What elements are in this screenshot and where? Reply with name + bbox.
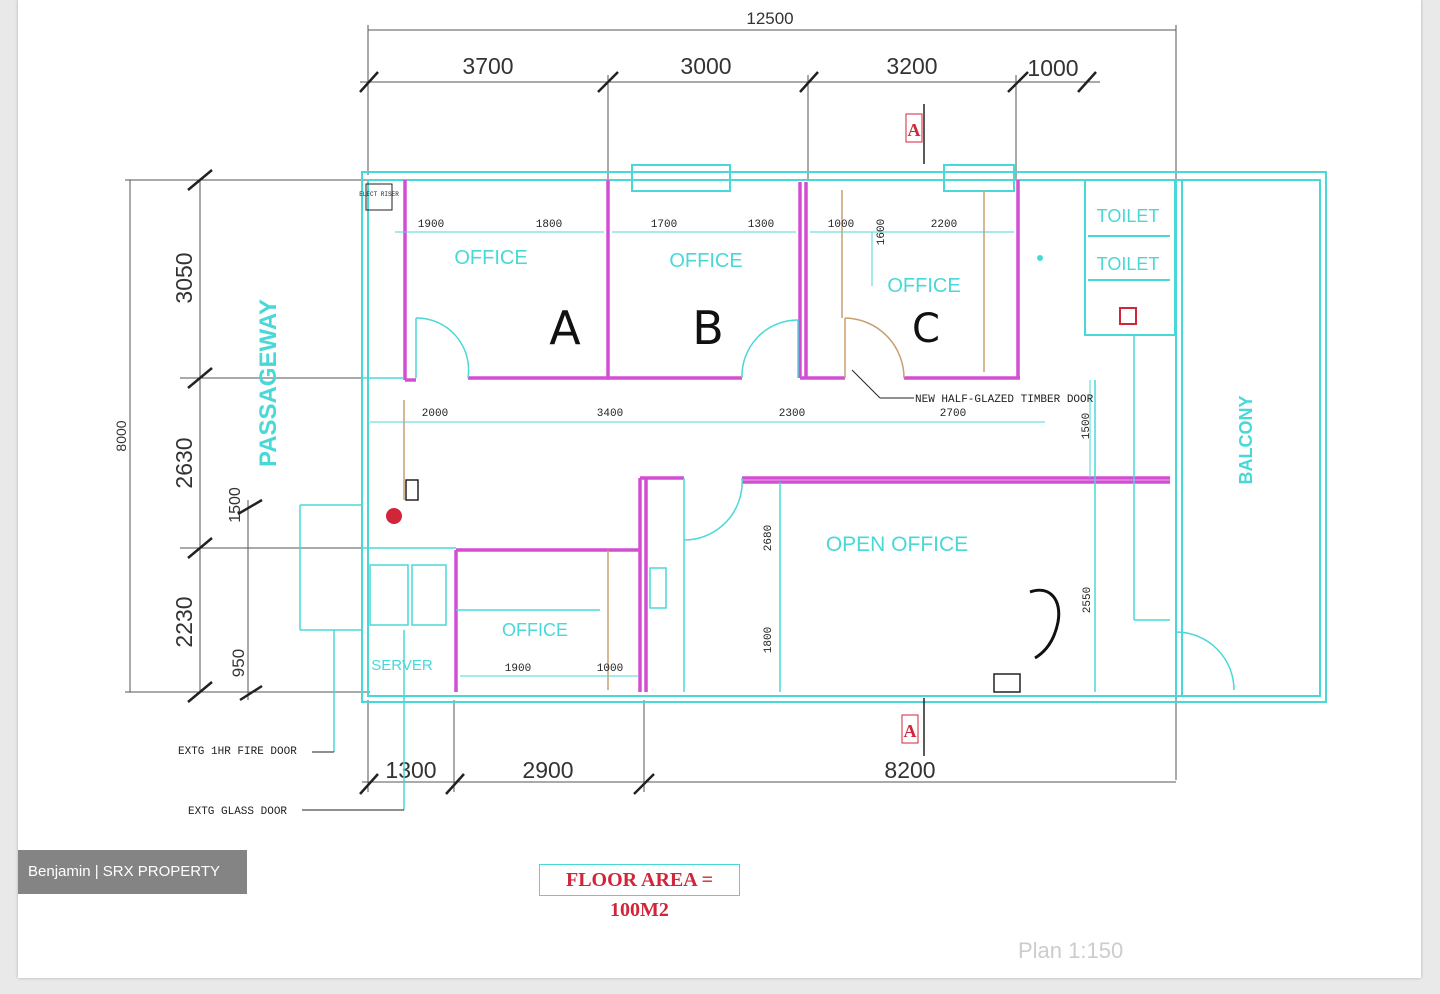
svg-text:A: A xyxy=(908,120,921,140)
dim-corridor-2: 3400 xyxy=(597,408,623,420)
toilet-exhaust-icon xyxy=(1119,307,1137,325)
toilet-label-2: TOILET xyxy=(1097,254,1160,274)
dim-corridor-1: 2000 xyxy=(422,408,448,420)
fire-extinguisher-icon xyxy=(386,508,402,524)
switch-panel-icon xyxy=(405,479,419,501)
hose-reel-icon xyxy=(993,673,1021,693)
floor-trap-icon xyxy=(1037,255,1043,261)
dim-left-4: 950 xyxy=(229,649,248,677)
elect-riser-box xyxy=(365,183,393,211)
glass-door-note: EXTG GLASS DOOR xyxy=(188,806,287,818)
new-timber-door xyxy=(403,190,985,690)
toilet-label-1: TOILET xyxy=(1097,206,1160,226)
section-marker-top: A xyxy=(905,104,925,164)
dim-office-c-2: 2200 xyxy=(931,219,957,231)
handwritten-c: C xyxy=(912,306,940,352)
dim-right-vertical-1: 2680 xyxy=(763,525,775,551)
dim-left-1: 3050 xyxy=(171,252,197,303)
dim-office-c-1: 1000 xyxy=(828,219,854,231)
passageway-label: PASSAGEWAY xyxy=(255,299,282,467)
dim-top-4: 1000 xyxy=(1027,55,1078,81)
dim-left-2: 2630 xyxy=(171,437,197,488)
outer-walls xyxy=(361,164,1327,703)
dim-office-b-1: 1700 xyxy=(651,219,677,231)
dim-left-3: 2230 xyxy=(171,596,197,647)
dim-left-small: 1500 xyxy=(227,487,244,523)
dim-bottom-1: 1300 xyxy=(385,757,436,783)
dim-left-overall: 8000 xyxy=(113,420,129,451)
floor-area-label: FLOOR AREA = 100M2 xyxy=(539,864,740,921)
dim-corridor-4: 2700 xyxy=(940,408,966,420)
dim-top-2: 3000 xyxy=(680,53,731,79)
left-dimensions xyxy=(125,169,370,703)
dim-lower-office-2: 1000 xyxy=(597,663,623,675)
section-marker-bottom: A xyxy=(901,698,925,756)
dim-office-a-1: 1900 xyxy=(418,219,444,231)
dim-bottom-3: 8200 xyxy=(884,757,935,783)
door-note: NEW HALF-GLAZED TIMBER DOOR xyxy=(915,394,1094,406)
office-b-label: OFFICE xyxy=(669,250,742,272)
dim-lower-office-1: 1900 xyxy=(505,663,531,675)
dim-overall-top: 12500 xyxy=(746,9,793,28)
floor-plan-drawing: 12500 3700 3000 3200 1000 8000 3050 2630… xyxy=(113,9,1327,818)
dim-corridor-3: 2300 xyxy=(779,408,805,420)
bottom-dimensions xyxy=(359,700,1176,795)
interior-dimension-lines xyxy=(370,231,1091,677)
elect-riser-label: ELECT RISER xyxy=(359,191,399,198)
office-c-label: OFFICE xyxy=(887,275,960,297)
dim-office-b-2: 1300 xyxy=(748,219,774,231)
dim-right-vertical-2: 1800 xyxy=(763,627,775,653)
office-a-label: OFFICE xyxy=(454,247,527,269)
doors xyxy=(299,317,1235,810)
server-label: SERVER xyxy=(371,657,433,674)
handwritten-d-mark xyxy=(1029,588,1061,660)
dim-top-1: 3700 xyxy=(462,53,513,79)
dim-right-vertical-3: 2550 xyxy=(1082,587,1094,613)
dim-bottom-2: 2900 xyxy=(522,757,573,783)
balcony-label: BALCONY xyxy=(1236,396,1256,485)
fire-door-note: EXTG 1HR FIRE DOOR xyxy=(178,746,297,758)
leader-lines xyxy=(302,369,914,811)
lower-office-label: OFFICE xyxy=(502,620,568,640)
dim-office-c-vertical: 1600 xyxy=(876,219,888,245)
handwritten-b: B xyxy=(692,301,724,355)
dim-top-3: 3200 xyxy=(886,53,937,79)
svg-text:A: A xyxy=(904,721,917,741)
scale-label: Plan 1:150 xyxy=(1018,938,1124,963)
handwritten-a: A xyxy=(549,301,581,355)
floor-plan-sheet: 12500 3700 3000 3200 1000 8000 3050 2630… xyxy=(18,0,1421,978)
watermark: Benjamin | SRX PROPERTY xyxy=(18,850,247,894)
dim-corridor-vertical: 1500 xyxy=(1081,413,1093,439)
open-office-label: OPEN OFFICE xyxy=(826,533,968,556)
new-partitions xyxy=(403,180,1170,692)
dim-office-a-2: 1800 xyxy=(536,219,562,231)
